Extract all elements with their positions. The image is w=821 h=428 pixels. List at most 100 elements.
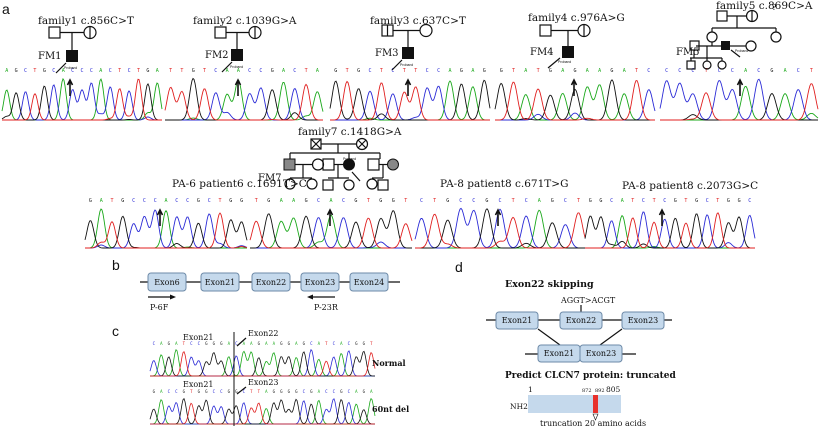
base-call: A	[243, 341, 246, 346]
base-call: C	[259, 68, 262, 74]
mutation-label: AGGT>ACGT	[560, 296, 616, 305]
base-call: G	[334, 68, 337, 74]
normal-label: Normal	[372, 358, 406, 368]
base-call: G	[228, 389, 231, 394]
base-call: T	[370, 341, 373, 346]
base-call: T	[684, 198, 687, 204]
base-call: G	[738, 198, 741, 204]
pedigree-family5: ? Proband	[686, 3, 782, 70]
proband-label-4: Proband	[558, 60, 571, 64]
base-call: T	[255, 198, 258, 204]
truncation-marker	[593, 395, 598, 413]
d-exon21-bottom: Exon21	[544, 349, 575, 358]
base-call: G	[363, 341, 366, 346]
base-call: G	[363, 389, 366, 394]
base-call: C	[642, 198, 645, 204]
family1-title: family1 c.856C>T	[38, 15, 134, 27]
base-call: A	[280, 198, 283, 204]
base-call: T	[433, 198, 436, 204]
chromatogram-trace	[165, 87, 323, 121]
panel-label-c: c	[112, 323, 119, 339]
chromatogram-trace	[150, 348, 375, 377]
base-call: T	[414, 68, 417, 74]
pos-892: 892	[595, 388, 605, 394]
base-call: G	[610, 68, 613, 74]
base-call: C	[143, 198, 146, 204]
base-call: G	[483, 68, 486, 74]
mutation-arrow	[570, 78, 578, 96]
base-call: G	[258, 341, 261, 346]
chromatogram-trace	[414, 207, 585, 249]
pos-start: 1	[528, 385, 533, 394]
base-call: C	[498, 198, 501, 204]
base-call: A	[100, 198, 103, 204]
d-exon23-top: Exon23	[628, 316, 659, 325]
family4-title: family4 c.976A>G	[528, 12, 625, 24]
chromatogram-trace	[150, 351, 376, 377]
chromatogram-trace	[659, 78, 818, 121]
base-call: A	[744, 68, 747, 74]
chromatogram-trace	[149, 397, 375, 425]
base-call: C	[797, 68, 800, 74]
base-call: T	[137, 68, 140, 74]
base-call: G	[146, 68, 149, 74]
base-call: G	[295, 389, 298, 394]
base-call: T	[404, 198, 407, 204]
pos-end: 805	[606, 385, 621, 394]
base-call: C	[175, 389, 178, 394]
base-call: A	[99, 68, 102, 74]
base-call: C	[348, 341, 351, 346]
base-call: C	[303, 389, 306, 394]
base-call: T	[325, 341, 328, 346]
mutation-arrow	[658, 208, 666, 226]
base-call: G	[288, 341, 291, 346]
base-call: C	[52, 68, 55, 74]
base-call: A	[448, 68, 451, 74]
base-call: G	[205, 341, 208, 346]
pedigree-family7: Proband	[283, 137, 399, 191]
mutation-arrow	[404, 78, 412, 96]
base-call: A	[316, 68, 319, 74]
chromatogram-trace	[250, 217, 412, 249]
base-call: G	[121, 198, 124, 204]
base-call: C	[678, 68, 681, 74]
base-call: C	[333, 389, 336, 394]
base-call: T	[367, 198, 370, 204]
chromatogram-trace	[494, 79, 655, 121]
base-call: T	[180, 68, 183, 74]
pedigree-family2: Proband	[214, 25, 262, 73]
base-call: C	[691, 68, 694, 74]
base-call: T	[305, 68, 308, 74]
base-call: C	[706, 198, 709, 204]
base-call: C	[663, 198, 666, 204]
chromatogram-trace	[165, 79, 324, 121]
base-call: C	[71, 68, 74, 74]
base-call: A	[292, 198, 295, 204]
family3-title: family3 c.637C>T	[370, 15, 466, 27]
del-label: 60nt del	[372, 404, 409, 414]
proband-label-5: Proband	[735, 49, 748, 53]
base-call: A	[598, 68, 601, 74]
base-call: C	[731, 68, 734, 74]
base-call: A	[586, 68, 589, 74]
base-call: C	[132, 198, 135, 204]
base-call: A	[538, 198, 541, 204]
base-call: C	[647, 68, 650, 74]
base-call: C	[665, 68, 668, 74]
skipping-title: Exon22 skipping	[505, 279, 594, 290]
base-call: G	[220, 341, 223, 346]
base-call: T	[380, 68, 383, 74]
base-call: A	[524, 68, 527, 74]
base-call: G	[235, 389, 238, 394]
base-call: T	[33, 68, 36, 74]
base-call: C	[90, 68, 93, 74]
base-call: A	[175, 341, 178, 346]
base-call: C	[243, 389, 246, 394]
d-exon23-bottom: Exon23	[586, 349, 617, 358]
fm1-label: FM1	[38, 51, 62, 62]
base-call: A	[561, 68, 564, 74]
c-top-exon21: Exon21	[183, 333, 214, 342]
base-call: A	[228, 341, 231, 346]
base-call: C	[420, 198, 423, 204]
base-call: G	[340, 389, 343, 394]
